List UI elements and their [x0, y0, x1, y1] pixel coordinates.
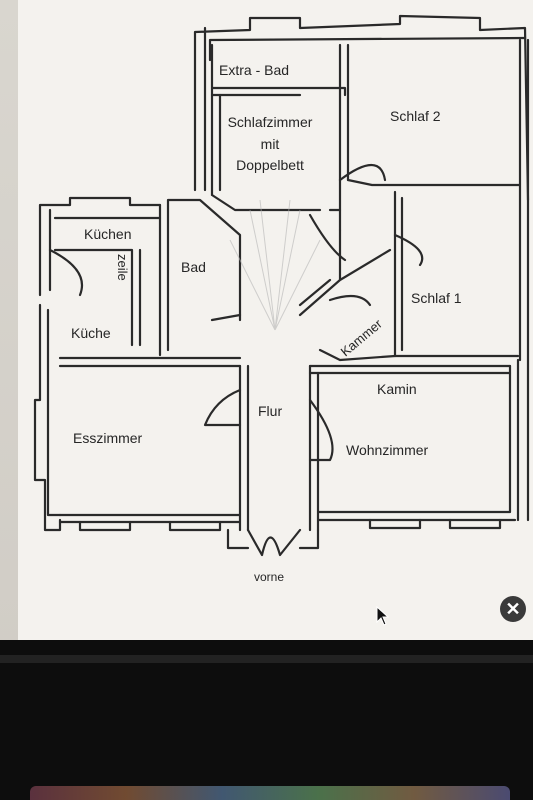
room-label-wohnzimmer: Wohnzimmer	[346, 442, 429, 458]
label-vorne: vorne	[254, 570, 285, 584]
room-label-flur: Flur	[258, 403, 283, 419]
wall-schlaf1	[393, 190, 520, 358]
wall-schlaf2	[346, 38, 530, 522]
wall-mid	[58, 356, 512, 375]
windows-bottom	[78, 518, 502, 532]
room-label-extra-bad: Extra - Bad	[219, 62, 290, 78]
bezel-edge	[0, 655, 533, 663]
room-label-zeile: zeile	[115, 254, 130, 281]
door-front	[246, 528, 302, 557]
front-step	[226, 528, 320, 550]
hallway-rays	[229, 199, 321, 331]
door-swing-schlaf1	[393, 233, 424, 267]
room-label-bad: Bad	[181, 259, 206, 275]
room-label-schlafzimmer-2: mit	[260, 136, 280, 152]
room-label-kuechen: Küchen	[84, 226, 132, 242]
room-label-kamin: Kamin	[377, 381, 417, 397]
close-button[interactable]: ✕	[500, 596, 526, 622]
wall-schlafzimmer	[210, 93, 342, 212]
floor-plan-page	[18, 0, 533, 640]
wall-top	[193, 14, 530, 202]
room-label-schlaf-2: Schlaf 2	[390, 108, 441, 124]
floor-plan-drawing	[33, 14, 530, 557]
door-swing-kueche	[48, 248, 84, 297]
door-swing-kammer	[328, 294, 372, 307]
room-label-esszimmer: Esszimmer	[73, 430, 143, 446]
door-swing-schlafzimmer	[338, 164, 387, 182]
wall-flur	[210, 228, 397, 362]
room-label-schlafzimmer-3: Doppelbett	[236, 157, 304, 173]
wall-top-inner	[208, 36, 527, 62]
door-swing-diagonal	[308, 213, 347, 262]
dock-bar	[30, 786, 510, 800]
wall-left	[33, 303, 62, 532]
room-label-schlaf-1: Schlaf 1	[411, 290, 462, 306]
wall-wohnzimmer	[308, 358, 520, 532]
close-icon: ✕	[505, 599, 521, 619]
door-swing-flur-left	[203, 388, 242, 427]
room-label-schlafzimmer-1: Schlafzimmer	[227, 114, 313, 130]
wall-bad	[158, 198, 242, 357]
wall-esszimmer-bottom	[58, 364, 250, 532]
monitor-bezel	[0, 640, 533, 800]
wall-kuechenzeile	[38, 196, 162, 347]
room-label-kueche: Küche	[71, 325, 111, 341]
mouse-cursor-icon	[376, 606, 390, 626]
door-swing-flur-right	[308, 398, 334, 462]
